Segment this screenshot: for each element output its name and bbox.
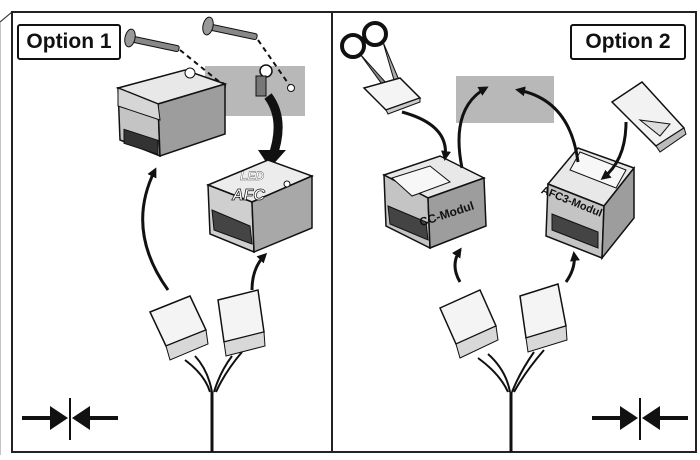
arrow-icon [457, 86, 489, 169]
screw-icon [124, 28, 180, 53]
mounting-bracket [255, 64, 273, 97]
arrow-icon [401, 110, 451, 161]
option-2-label: Option 2 [570, 24, 686, 60]
adhesive-pad-icon [362, 77, 422, 115]
arrow-icon [264, 93, 283, 160]
cable-connector-left [148, 289, 266, 452]
screw-icon [202, 16, 258, 41]
arrow-icon [250, 252, 268, 291]
arrow-icon [564, 251, 580, 283]
module-afc: LED AFC [205, 159, 315, 254]
arrow-icon [141, 167, 170, 291]
compress-icon [592, 398, 688, 440]
arrow-icon [515, 86, 580, 163]
module-a [115, 67, 228, 158]
module-afc3: AFC3-Modul [539, 147, 636, 261]
afc-logo-text: AFC [231, 187, 265, 204]
module-cc: CC-Modul [382, 155, 487, 250]
arrow-icon [451, 247, 462, 283]
led-brand-text: LED [240, 169, 264, 183]
arrow-icon [600, 121, 628, 180]
option-1-label: Option 1 [17, 24, 121, 60]
cable-connector-right [439, 283, 568, 452]
frame [0, 10, 697, 455]
adhesive-pad-icon [610, 81, 687, 153]
compress-icon [22, 398, 118, 440]
